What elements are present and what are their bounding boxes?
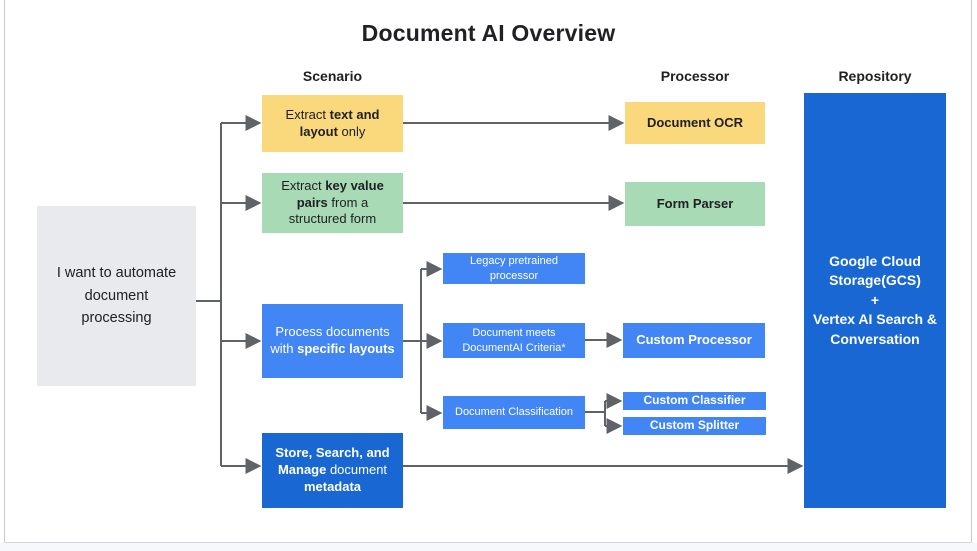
scenario-extract-text-layout-label: Extract text and layout only	[285, 106, 380, 139]
card-border-left	[4, 0, 5, 542]
processor-custom-classifier: Custom Classifier	[623, 392, 766, 410]
processor-custom-processor-label: Custom Processor	[636, 332, 752, 348]
scenario-extract-text-layout: Extract text and layout only	[262, 95, 403, 152]
column-header-scenario: Scenario	[302, 68, 363, 84]
processor-document-ocr-label: Document OCR	[646, 114, 744, 130]
scenario-specific-layouts-label: Process documents with specific layouts	[270, 324, 395, 356]
column-header-repository: Repository	[838, 68, 912, 84]
scenario-store-search-manage: Store, Search, and Manage document metad…	[262, 433, 403, 508]
start-box-label: I want to automate document processing	[56, 265, 177, 327]
start-box: I want to automate document processing	[37, 206, 196, 386]
scenario-specific-layouts: Process documents with specific layouts	[262, 304, 403, 378]
card-border-bottom	[4, 542, 972, 543]
scenario-extract-key-value: Extract key value pairs from a structure…	[262, 173, 403, 233]
page-background-strip	[0, 543, 977, 551]
repository-box-label: Google Cloud Storage(GCS) + Vertex AI Se…	[813, 252, 937, 347]
processor-form-parser: Form Parser	[625, 182, 765, 226]
node-document-classification-label: Document Classification	[455, 406, 573, 419]
processor-custom-splitter: Custom Splitter	[623, 417, 766, 435]
card-border-right	[971, 0, 972, 542]
node-legacy-pretrained-processor: Legacy pretrained processor	[443, 253, 585, 284]
processor-document-ocr: Document OCR	[625, 102, 765, 144]
node-document-classification: Document Classification	[443, 396, 585, 429]
processor-custom-classifier-label: Custom Classifier	[643, 393, 746, 408]
processor-custom-processor: Custom Processor	[623, 323, 765, 358]
node-legacy-pretrained-processor-label: Legacy pretrained processor	[469, 254, 559, 282]
scenario-store-search-manage-label: Store, Search, and Manage document metad…	[275, 445, 390, 494]
repository-box: Google Cloud Storage(GCS) + Vertex AI Se…	[804, 93, 946, 508]
diagram-title: Document AI Overview	[361, 20, 616, 46]
processor-form-parser-label: Form Parser	[656, 195, 734, 211]
column-header-processor: Processor	[660, 68, 730, 84]
processor-custom-splitter-label: Custom Splitter	[649, 418, 740, 433]
node-document-meets-criteria: Document meets DocumentAI Criteria*	[443, 323, 585, 358]
node-document-meets-criteria-label: Document meets DocumentAI Criteria*	[462, 326, 566, 354]
scenario-extract-key-value-label: Extract key value pairs from a structure…	[281, 177, 384, 227]
